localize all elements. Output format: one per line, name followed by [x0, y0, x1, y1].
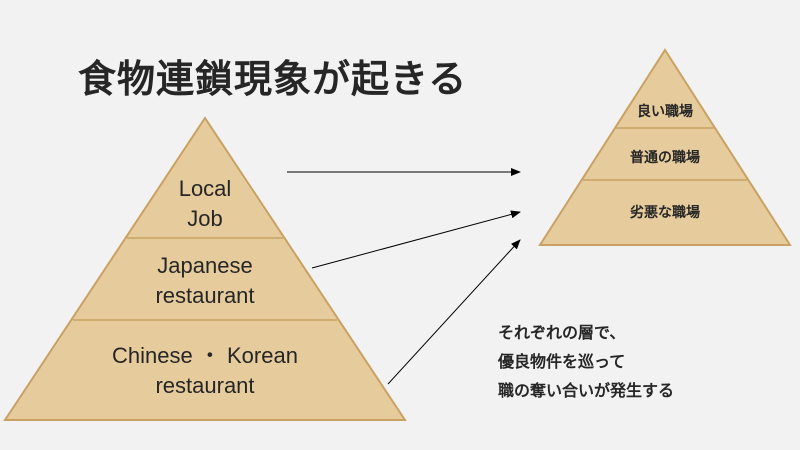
left-tier-2-line-2: restaurant — [155, 283, 254, 308]
left-pyramid: Local Job Japanese restaurant Chinese ・ … — [3, 116, 407, 421]
explanation-note: それぞれの層で、 優良物件を巡って 職の奪い合いが発生する — [498, 318, 674, 405]
right-pyramid-shape — [538, 48, 792, 246]
note-line-3: 職の奪い合いが発生する — [498, 381, 675, 400]
left-tier-1-line-2: Job — [187, 206, 222, 231]
right-tier-2-label: 普通の職場 — [630, 149, 700, 166]
arrows — [287, 168, 521, 385]
note-line-2: 優良物件を巡って — [498, 352, 626, 371]
left-tier-1-line-1: Local — [179, 176, 232, 201]
arrow-chinese-to-poor — [387, 239, 521, 385]
right-tier-1-label: 良い職場 — [637, 103, 693, 120]
left-tier-3-line-2: restaurant — [155, 373, 254, 398]
left-pyramid-shape — [3, 116, 407, 421]
left-tier-3-line-1: Chinese ・ Korean — [112, 343, 298, 368]
slide-title: 食物連鎖現象が起きる — [78, 57, 468, 101]
left-tier-2-line-1: Japanese — [157, 253, 252, 278]
note-line-1: それぞれの層で、 — [498, 323, 626, 342]
right-tier-3-label: 劣悪な職場 — [630, 204, 700, 221]
right-pyramid: 良い職場 普通の職場 劣悪な職場 — [538, 48, 792, 246]
arrow-japanese-to-normal — [311, 210, 521, 269]
